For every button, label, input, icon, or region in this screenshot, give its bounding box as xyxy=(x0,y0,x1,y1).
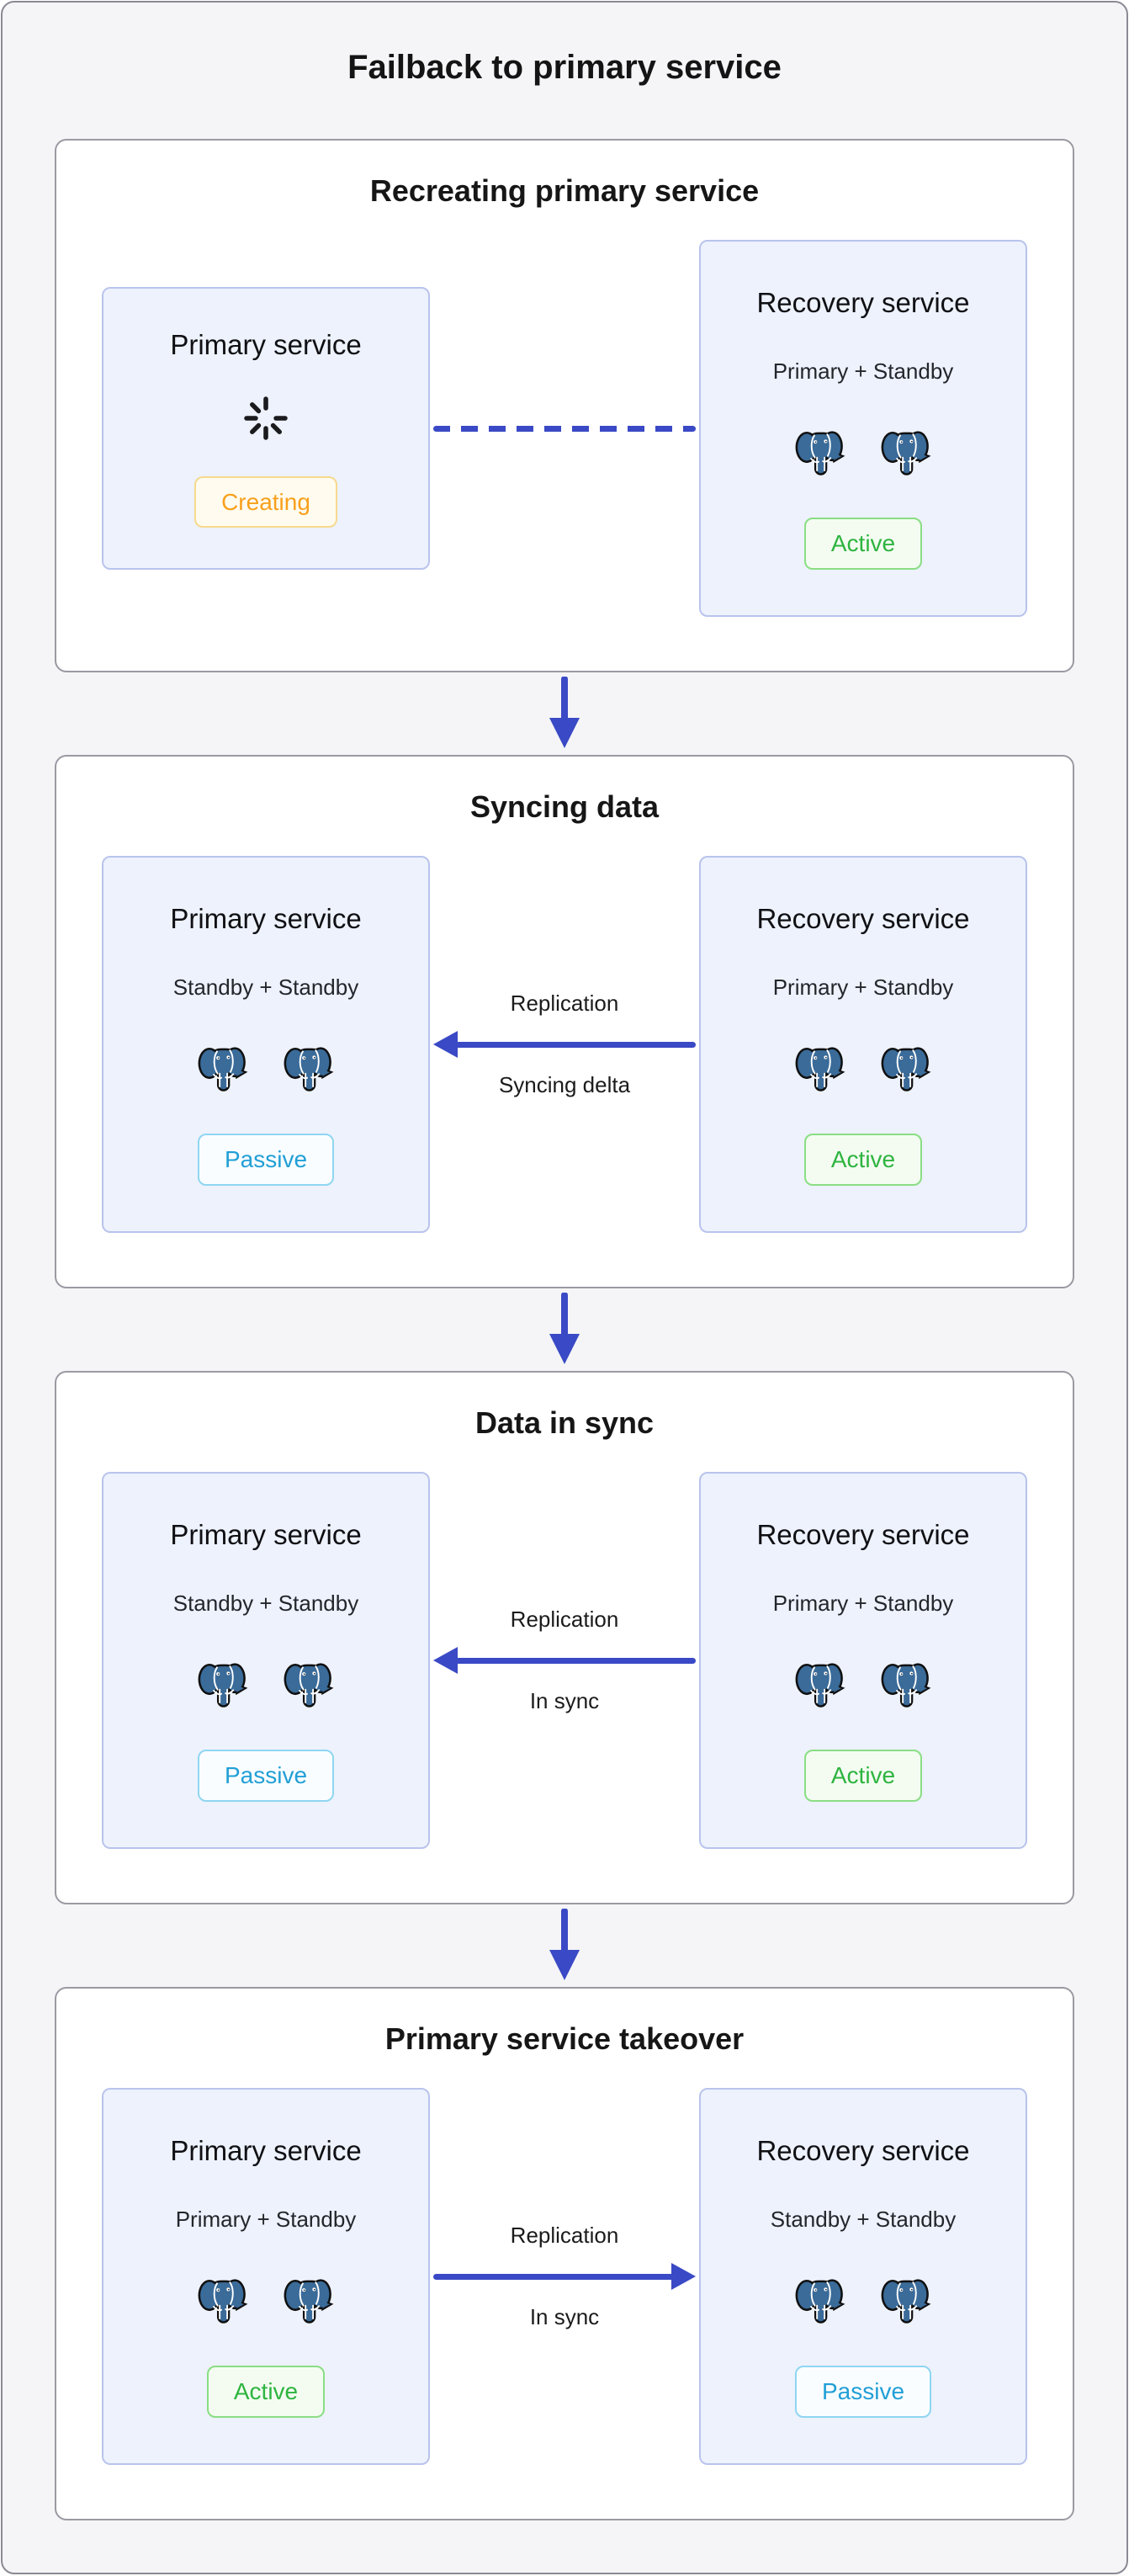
status-badge-passive: Passive xyxy=(794,2366,932,2418)
primary-service-card: Primary service Creating xyxy=(102,287,430,570)
db-instances xyxy=(793,423,933,479)
db-instances xyxy=(793,2271,933,2327)
replication-label: Replication xyxy=(510,991,619,1016)
postgres-elephant-icon xyxy=(282,2271,336,2327)
card-subtitle: Standby + Standby xyxy=(172,1590,359,1616)
connector-dashed xyxy=(430,425,699,432)
stage-row: Primary service Standby + Standby Passiv… xyxy=(56,1472,1073,1849)
status-badge-active: Active xyxy=(206,2366,326,2418)
stage-title: Data in sync xyxy=(474,1405,655,1440)
db-instances xyxy=(793,1039,933,1095)
primary-service-card: Primary service Standby + Standby Passiv… xyxy=(102,856,430,1233)
card-title: Primary service xyxy=(170,903,362,935)
card-title: Recovery service xyxy=(756,287,970,319)
postgres-elephant-icon xyxy=(196,1655,250,1711)
status-badge-passive: Passive xyxy=(197,1134,335,1186)
db-instances xyxy=(196,2271,336,2327)
db-instances xyxy=(196,1039,336,1095)
postgres-elephant-icon xyxy=(196,1039,250,1095)
postgres-elephant-icon xyxy=(879,2271,933,2327)
stage-gap xyxy=(3,1288,1126,1371)
stage-primary-service-takeover: Primary service takeover Primary service… xyxy=(55,1987,1074,2520)
arrow-line xyxy=(455,1041,696,1048)
arrow-head-left xyxy=(433,1647,458,1674)
arrow-icon xyxy=(433,2262,696,2291)
postgres-elephant-icon xyxy=(793,423,847,479)
card-subtitle: Primary + Standby xyxy=(772,1590,954,1616)
card-subtitle: Standby + Standby xyxy=(770,2206,957,2232)
connector-replication: Replication Syncing delta xyxy=(430,991,699,1098)
arrow-head-left xyxy=(433,1031,458,1058)
arrow-line xyxy=(433,2273,674,2280)
connector-replication: Replication In sync xyxy=(430,1607,699,1714)
recovery-service-card: Recovery service Primary + Standby Activ… xyxy=(699,240,1027,617)
postgres-elephant-icon xyxy=(793,1039,847,1095)
postgres-elephant-icon xyxy=(879,1655,933,1711)
replication-label: Replication xyxy=(510,1607,619,1632)
stage-title: Syncing data xyxy=(469,789,660,824)
db-instances xyxy=(196,1655,336,1711)
status-badge-passive: Passive xyxy=(197,1750,335,1802)
recovery-service-card: Recovery service Standby + Standby Passi… xyxy=(699,2088,1027,2465)
card-title: Recovery service xyxy=(756,903,970,935)
status-badge-active: Active xyxy=(803,1134,923,1186)
card-title: Primary service xyxy=(170,328,362,360)
down-arrow-icon xyxy=(549,1909,580,1980)
stage-row: Primary service Primary + Standby Active… xyxy=(56,2088,1073,2465)
stage-syncing-data: Syncing data Primary service Standby + S… xyxy=(55,755,1074,1288)
down-arrow-icon xyxy=(549,1293,580,1364)
postgres-elephant-icon xyxy=(793,2271,847,2327)
sync-state-label: In sync xyxy=(529,2304,600,2329)
primary-service-card: Primary service Standby + Standby Passiv… xyxy=(102,1472,430,1849)
stage-row: Primary service Standby + Standby Passiv… xyxy=(56,856,1073,1233)
stage-gap xyxy=(3,672,1126,755)
status-badge-active: Active xyxy=(803,1750,923,1802)
postgres-elephant-icon xyxy=(793,1655,847,1711)
status-badge-creating: Creating xyxy=(194,475,337,528)
stage-title: Primary service takeover xyxy=(384,2021,745,2056)
page-title: Failback to primary service xyxy=(347,49,782,86)
sync-state-label: Syncing delta xyxy=(498,1072,631,1097)
status-badge-active: Active xyxy=(803,518,923,570)
arrow-line xyxy=(455,1657,696,1664)
recovery-service-card: Recovery service Primary + Standby Activ… xyxy=(699,1472,1027,1849)
postgres-elephant-icon xyxy=(879,1039,933,1095)
down-arrow-icon xyxy=(549,677,580,748)
stage-title: Recreating primary service xyxy=(369,173,760,208)
replication-label: Replication xyxy=(510,2223,619,2248)
stage-gap xyxy=(3,1904,1126,1987)
postgres-elephant-icon xyxy=(282,1655,336,1711)
connector-replication: Replication In sync xyxy=(430,2223,699,2330)
stage-row: Primary service Creating xyxy=(56,240,1073,617)
postgres-elephant-icon xyxy=(879,423,933,479)
card-title: Recovery service xyxy=(756,2135,970,2167)
card-subtitle: Primary + Standby xyxy=(772,974,954,1000)
recovery-service-card: Recovery service Primary + Standby Activ… xyxy=(699,856,1027,1233)
postgres-elephant-icon xyxy=(196,2271,250,2327)
sync-state-label: In sync xyxy=(529,1688,600,1713)
card-subtitle: Primary + Standby xyxy=(772,358,954,384)
primary-service-card: Primary service Primary + Standby Active xyxy=(102,2088,430,2465)
db-instances xyxy=(793,1655,933,1711)
card-subtitle: Primary + Standby xyxy=(175,2206,357,2232)
card-title: Primary service xyxy=(170,2135,362,2167)
dashed-link-line xyxy=(433,425,696,432)
postgres-elephant-icon xyxy=(282,1039,336,1095)
arrow-icon xyxy=(433,1646,696,1675)
stage-recreating-primary-service: Recreating primary service Primary servi… xyxy=(55,139,1074,672)
card-title: Primary service xyxy=(170,1519,362,1551)
stage-data-in-sync: Data in sync Primary service Standby + S… xyxy=(55,1371,1074,1904)
spinner-icon xyxy=(244,396,288,440)
card-subtitle: Standby + Standby xyxy=(172,974,359,1000)
arrow-head-right xyxy=(671,2263,696,2290)
arrow-icon xyxy=(433,1030,696,1059)
card-title: Recovery service xyxy=(756,1519,970,1551)
